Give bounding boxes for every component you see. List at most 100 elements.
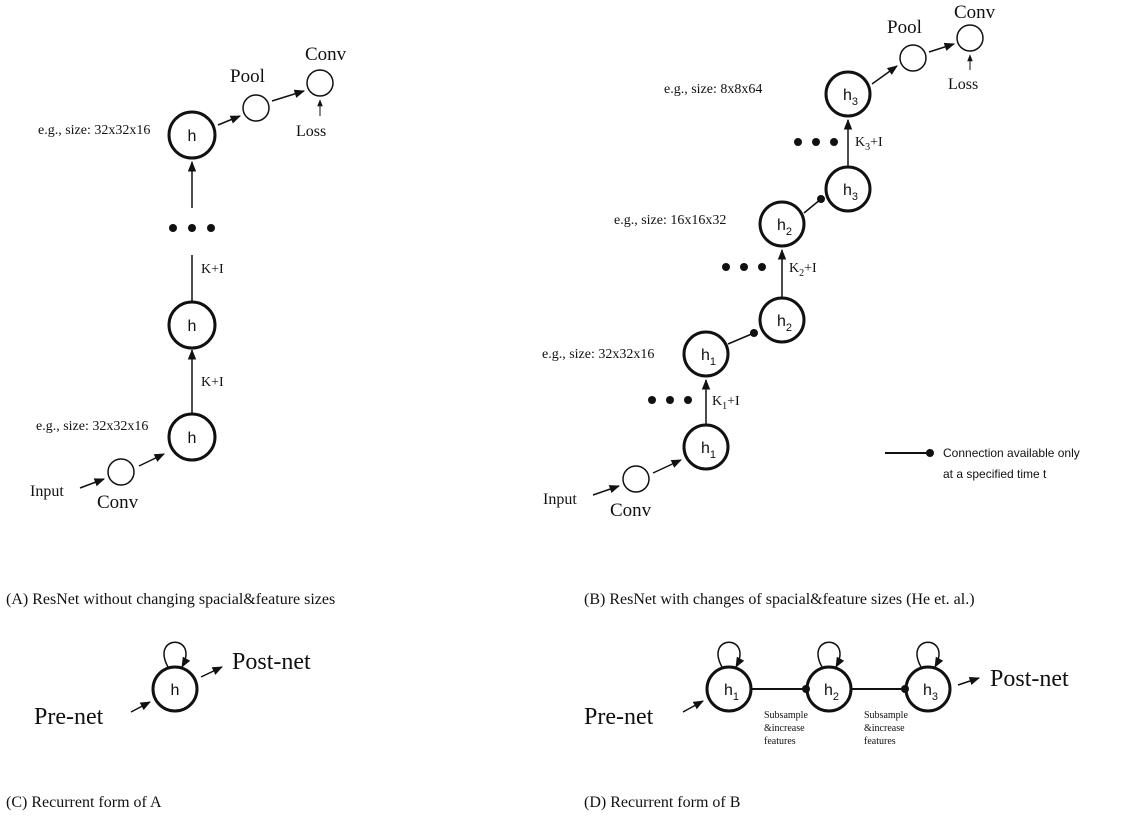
node-h2-top [758, 200, 806, 248]
conv-top-node [306, 69, 334, 97]
ellipsis-dot [794, 138, 802, 146]
self-loop [817, 641, 845, 668]
subsample-note: &increase [864, 723, 905, 734]
edge-pool-conv [271, 89, 306, 102]
edge-post-net [200, 666, 223, 678]
node-label: h [188, 430, 197, 447]
ellipsis-dot [684, 396, 692, 404]
node-h-top [167, 110, 217, 160]
node-h3-top [824, 70, 872, 118]
node-h1-top [682, 330, 730, 378]
edge-pre-net [682, 700, 704, 713]
edge-label-k3-i: K3+I [855, 135, 883, 153]
panel-c-labels: h Pre-net Post-net (C) Recurrent form of… [6, 649, 311, 811]
conv-bottom-label: Conv [610, 500, 652, 521]
edge-label-k-i: K+I [201, 375, 224, 390]
node-label-h2: h2 [824, 682, 839, 703]
edge-label-k-i: K+I [201, 262, 224, 277]
timed-connection-dot [750, 329, 758, 337]
edge-conv-h1 [652, 459, 682, 474]
ellipsis-dot [722, 263, 730, 271]
node-h [151, 665, 199, 713]
self-loop [916, 641, 944, 668]
timed-connection-dot [817, 195, 825, 203]
caption-d: (D) Recurrent form of B [584, 794, 740, 811]
conv-bottom-node [622, 465, 650, 493]
node-label-h1: h1 [701, 440, 716, 461]
node-label-h2: h2 [777, 313, 792, 334]
timed-connection-dot [802, 685, 810, 693]
node-label-h1: h1 [724, 682, 739, 703]
node-label-h3: h3 [843, 87, 858, 108]
panel-a-dots [169, 224, 215, 232]
node-label: h [171, 682, 180, 699]
caption-a: (A) ResNet without changing spacial&feat… [6, 591, 335, 608]
ellipsis-dot [207, 224, 215, 232]
conv-bottom-node [107, 458, 135, 486]
subsample-note: Subsample [864, 710, 908, 721]
node-label-h3: h3 [923, 682, 938, 703]
ellipsis-dot [666, 396, 674, 404]
panel-c [130, 641, 223, 713]
size-label-bottom: e.g., size: 32x32x16 [542, 347, 654, 362]
ellipsis-dot [648, 396, 656, 404]
panel-d-labels: h1 h2 h3 Pre-net Post-net Subsample &inc… [584, 666, 1069, 811]
size-label-bottom: e.g., size: 32x32x16 [36, 419, 148, 434]
node-label: h [188, 128, 197, 145]
panel-d-dots [802, 685, 909, 693]
edge-input [79, 478, 105, 489]
node-h1-bottom [682, 423, 730, 471]
size-label-top: e.g., size: 32x32x16 [38, 123, 150, 138]
edge-label-k2-i: K2+I [789, 261, 817, 279]
caption-c: (C) Recurrent form of A [6, 794, 162, 811]
node-h2-bottom [758, 296, 806, 344]
subsample-note: features [764, 736, 796, 747]
node-label: h [188, 318, 197, 335]
pool-label: Pool [230, 66, 265, 87]
node-label-h2: h2 [777, 217, 792, 238]
input-label: Input [543, 491, 577, 508]
legend-text: Connection available only [943, 446, 1080, 460]
subsample-note: &increase [764, 723, 805, 734]
edge-h-pool [217, 115, 241, 126]
panel-b [592, 24, 984, 496]
edge-label-k1-i: K1+I [712, 394, 740, 412]
self-loop [717, 641, 745, 668]
panel-b-labels: h1 h1 h2 h2 h3 h3 K1+I K2+I K3+I e.g., s… [542, 2, 1080, 608]
pool-label: Pool [887, 17, 922, 38]
edge-input [592, 485, 620, 496]
timed-connection-dot [901, 685, 909, 693]
node-label-h1: h1 [701, 347, 716, 368]
input-label: Input [30, 483, 64, 500]
panel-a [79, 69, 334, 489]
conv-bottom-label: Conv [97, 492, 139, 513]
ellipsis-dot [812, 138, 820, 146]
size-label-top: e.g., size: 8x8x64 [664, 82, 762, 97]
caption-b: (B) ResNet with changes of spacial&featu… [584, 591, 975, 608]
ellipsis-dot [188, 224, 196, 232]
conv-top-label: Conv [954, 2, 996, 23]
edge-conv-h [138, 453, 165, 467]
loss-label: Loss [948, 76, 978, 93]
panel-b-dots [648, 138, 934, 457]
node-h3-bottom [824, 165, 872, 213]
node-label-h3: h3 [843, 182, 858, 203]
subsample-note: Subsample [764, 710, 808, 721]
panel-a-labels: h h h e.g., size: 32x32x16 e.g., size: 3… [6, 44, 347, 608]
post-net-label: Post-net [990, 666, 1069, 692]
legend-dot [926, 449, 934, 457]
ellipsis-dot [830, 138, 838, 146]
conv-top-label: Conv [305, 44, 347, 65]
edge-h1-h2 [727, 332, 755, 345]
edge-h3-pool [871, 65, 898, 85]
legend-text: at a specified time t [943, 467, 1047, 481]
self-loop [163, 641, 191, 668]
loss-label: Loss [296, 123, 326, 140]
subsample-note: features [864, 736, 896, 747]
pre-net-label: Pre-net [584, 704, 654, 730]
post-net-label: Post-net [232, 649, 311, 675]
size-label-mid: e.g., size: 16x16x32 [614, 213, 726, 228]
ellipsis-dot [758, 263, 766, 271]
pool-node [899, 44, 927, 72]
